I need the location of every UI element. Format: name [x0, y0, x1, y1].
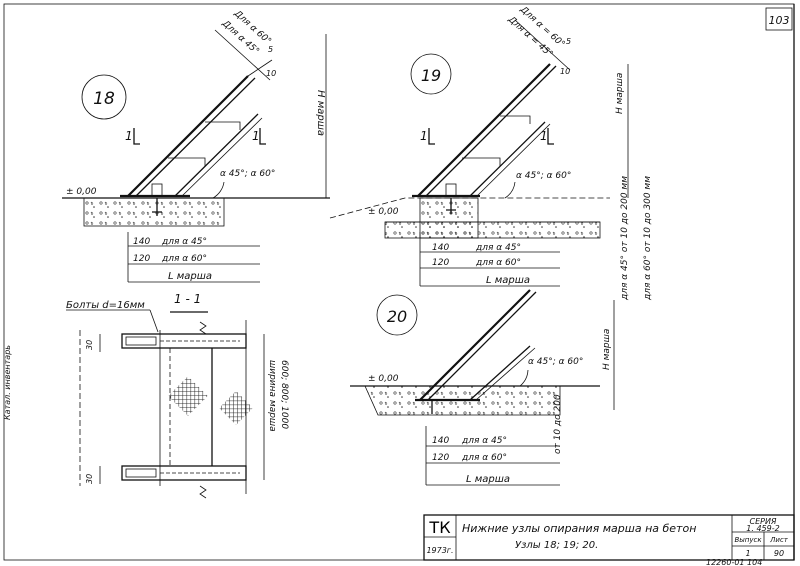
node-20-angle: α 45°; α 60°	[528, 357, 583, 367]
node-20-dim-120: 120	[432, 453, 449, 463]
sheet-label: Лист	[769, 536, 789, 544]
node-18-number: 18	[93, 89, 115, 109]
section-width-values: 600; 800; 1000	[279, 360, 289, 429]
node-19-angle: α 45°; α 60°	[516, 171, 571, 181]
node-18-circle	[81, 74, 127, 120]
level-19: ± 0,00	[368, 207, 399, 217]
section-mark-18b: 1	[252, 129, 260, 143]
node-18: 18 ± 0,00 Для α 60° Для α 45° 5 10 1 1 α…	[62, 8, 330, 283]
section-mark-19a: 1	[420, 129, 428, 143]
sheet-number: 103	[769, 14, 790, 27]
mesh-patch-2	[219, 391, 253, 425]
node-19-dim-120: 120	[432, 258, 449, 268]
section-dim-30a: 30	[85, 340, 94, 350]
concrete-base-18	[83, 197, 225, 227]
title-line1: Нижние узлы опирания марша на бетон	[462, 522, 696, 535]
title-logo: ТК	[428, 518, 451, 537]
title-block: ТК 1973г. Нижние узлы опирания марша на …	[423, 514, 795, 561]
level-20: ± 0,00	[368, 374, 399, 384]
node-18-dim-120-text: для α 60°	[161, 254, 207, 264]
section-bolts-label: Болты d=16мм	[66, 300, 145, 311]
issue-value: 1	[745, 549, 750, 558]
node-20-length: L марша	[466, 474, 510, 485]
node-19-dim-5: 5	[566, 37, 571, 46]
node-20-number: 20	[387, 307, 407, 326]
node-18-dim-140-text: для α 45°	[161, 237, 207, 247]
node-19-note2: для α 60° от 10 до 300 мм	[643, 176, 653, 301]
node-18-dim-5: 5	[268, 45, 273, 54]
section-mark-18a: 1	[125, 129, 133, 143]
node-18-length: L марша	[168, 271, 212, 282]
node-20: 20 ± 0,00 α 45°; α 60° Н марша от 10 до …	[350, 289, 615, 486]
node-19-length: L марша	[486, 275, 530, 286]
node-19-dim-120-text: для α 60°	[475, 258, 521, 268]
node-19-dim-140-text: для α 45°	[475, 243, 521, 253]
node-18-height: Н марша	[315, 90, 326, 136]
section-title: 1 - 1	[174, 292, 201, 306]
sheet-number-box: 103	[765, 7, 793, 31]
concrete-base-19b	[384, 221, 601, 239]
issue-label: Выпуск	[734, 536, 762, 544]
node-20-height: Н марша	[602, 329, 612, 370]
node-18-dim-10: 10	[266, 69, 276, 78]
node-20-dim-140: 140	[432, 436, 449, 446]
series-label: СЕРИЯ	[749, 517, 776, 526]
node-19-circle	[410, 53, 452, 95]
bottom-stamp: 12260-01 104	[706, 558, 762, 566]
node-19-dim-140: 140	[432, 243, 449, 253]
title-line2: Узлы 18; 19; 20.	[515, 540, 598, 551]
series-value: 1. 459-2	[746, 524, 779, 533]
level-18: ± 0,00	[66, 187, 97, 197]
sheet-value: 90	[774, 549, 784, 558]
section-dim-30b: 30	[85, 474, 94, 484]
node-20-circle	[376, 294, 418, 336]
section-width-label: ширина марша	[267, 360, 277, 432]
node-18-dim-140: 140	[133, 237, 150, 247]
mesh-patch-1	[168, 376, 208, 416]
node-20-dim-120-text: для α 60°	[461, 453, 507, 463]
margin-note: Катал. инвентарь	[3, 345, 12, 420]
node-18-angle: α 45°; α 60°	[220, 169, 275, 179]
node-19-dim-10: 10	[560, 67, 570, 76]
section-mark-19b: 1	[540, 129, 548, 143]
node-19: 19 ± 0,00 Для α = 60° Для α = 45° 5 10 1…	[329, 4, 653, 301]
section-1-1: Болты d=16мм 1 - 1 30 30 ширина марша 60…	[66, 292, 289, 499]
node-19-note1: для α 45° от 10 до 200 мм	[620, 176, 630, 301]
node-19-number: 19	[421, 66, 441, 85]
node-20-dim-140-text: для α 45°	[461, 436, 507, 446]
node-18-dim-120: 120	[133, 254, 150, 264]
title-year: 1973г.	[426, 546, 453, 555]
node-20-note: от 10 до 200	[553, 394, 563, 454]
node-19-height: Н марша	[615, 73, 625, 114]
